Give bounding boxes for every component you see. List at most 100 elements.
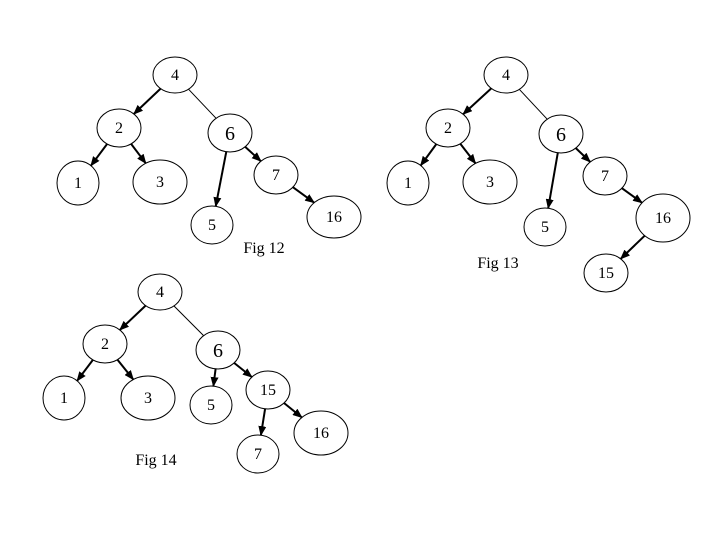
fig12-edge-4-to-2 — [133, 87, 162, 115]
fig13-edge-4-to-6 — [518, 88, 548, 120]
fig12-node-16-circle — [306, 195, 362, 239]
fig14-node-1-label: 1 — [60, 390, 68, 407]
fig14-node-6: 6 — [195, 330, 241, 370]
fig14-node-16: 16 — [293, 410, 349, 456]
fig14-node-7-label: 7 — [254, 446, 262, 463]
fig14-edge-4-to-2 — [119, 304, 147, 331]
fig13-node-3-circle — [462, 159, 518, 205]
fig14-edge-2-to-3 — [116, 359, 135, 381]
fig12-node-4-label: 4 — [171, 67, 179, 84]
fig12-node-1: 1 — [56, 160, 100, 206]
fig13-node-2-label: 2 — [444, 120, 452, 137]
fig14-node-15-label: 15 — [260, 382, 276, 399]
fig12-node-6-label: 6 — [225, 123, 235, 145]
fig14-edge-15-to-16 — [283, 402, 303, 419]
fig12-node-16: 16 — [306, 195, 362, 239]
fig12-edge-6-to-5 — [213, 151, 228, 208]
fig13-node-3-label: 3 — [486, 174, 494, 191]
fig13-node-16-label: 16 — [655, 210, 671, 227]
fig13-edge-7-to-16 — [621, 187, 643, 204]
fig12-node-2: 2 — [96, 108, 142, 148]
fig14-node-2: 2 — [82, 324, 128, 364]
fig13-edge-6-to-7 — [575, 147, 591, 163]
fig13-node-7: 7 — [582, 156, 628, 196]
fig13-caption: Fig 13 — [477, 255, 518, 272]
fig14-node-16-circle — [293, 410, 349, 456]
fig14-node-7-circle — [236, 434, 280, 474]
fig12-node-7: 7 — [253, 155, 299, 195]
fig13-node-1-label: 1 — [404, 175, 412, 192]
fig13-edge-2-to-1 — [419, 143, 438, 167]
fig13-node-6-label: 6 — [556, 124, 566, 146]
fig14-node-4-label: 4 — [156, 284, 164, 301]
fig14-node-6-circle — [195, 330, 241, 370]
fig14-edge-6-to-15 — [233, 362, 253, 378]
fig14-node-15-circle — [245, 370, 291, 410]
fig12-node-5: 5 — [190, 205, 234, 245]
fig13-node-15-circle — [583, 253, 629, 293]
fig13-edge-16-to-15 — [619, 234, 646, 260]
fig12-node-4-circle — [152, 56, 198, 94]
fig14-node-16-label: 16 — [313, 425, 329, 442]
fig14-node-3-circle — [120, 375, 176, 421]
fig12-node-3-label: 3 — [156, 174, 164, 191]
fig14-node-2-circle — [82, 324, 128, 364]
fig14-node-4-circle — [137, 273, 183, 311]
fig14-node-5: 5 — [189, 385, 233, 425]
fig14-node-1-circle — [42, 375, 86, 421]
fig12-node-7-label: 7 — [272, 167, 280, 184]
fig13-node-6: 6 — [538, 114, 584, 154]
fig12-edge-4-to-6 — [188, 88, 217, 119]
fig14-node-5-label: 5 — [207, 397, 215, 414]
fig12-node-4: 4 — [152, 56, 198, 94]
fig12-edge-6-to-7 — [244, 146, 262, 162]
fig12-edge-2-to-3 — [130, 143, 147, 165]
fig14-node-4: 4 — [137, 273, 183, 311]
fig12-edge-2-to-1 — [90, 143, 108, 167]
fig14-edge-15-to-7 — [258, 408, 267, 437]
nodes-layer: 4 2 6 1 3 7 5 16 4 2 6 1 3 7 5 16 15 4 2 6 1 3 5 15 7 16 — [42, 56, 691, 474]
fig14-edge-4-to-6 — [173, 305, 204, 336]
fig13-node-5-label: 5 — [541, 219, 549, 236]
fig14-node-3: 3 — [120, 375, 176, 421]
fig14-node-7: 7 — [236, 434, 280, 474]
fig12-node-6-circle — [207, 113, 253, 153]
fig14-edge-6-to-5 — [210, 368, 219, 388]
fig12-edge-7-to-16 — [292, 186, 316, 204]
fig13-node-15-label: 15 — [598, 265, 614, 282]
fig13-node-16-circle — [635, 193, 691, 243]
fig13-node-1: 1 — [386, 160, 430, 206]
fig12-node-5-label: 5 — [208, 217, 216, 234]
fig14-node-5-circle — [189, 385, 233, 425]
fig14-node-6-label: 6 — [213, 340, 223, 362]
fig13-node-1-circle — [386, 160, 430, 206]
fig12-node-2-label: 2 — [115, 120, 123, 137]
fig13-node-6-circle — [538, 114, 584, 154]
fig12-node-16-label: 16 — [326, 209, 342, 226]
fig13-node-2-circle — [425, 108, 471, 148]
fig13-node-4-label: 4 — [502, 67, 510, 84]
fig14-node-15: 15 — [245, 370, 291, 410]
fig13-node-2: 2 — [425, 108, 471, 148]
fig13-edge-2-to-3 — [459, 143, 477, 165]
fig12-node-2-circle — [96, 108, 142, 148]
fig14-node-1: 1 — [42, 375, 86, 421]
fig12-node-7-circle — [253, 155, 299, 195]
fig14-node-2-label: 2 — [101, 336, 109, 353]
fig13-node-4: 4 — [483, 56, 529, 94]
fig12-node-5-circle — [190, 205, 234, 245]
fig12-node-3: 3 — [132, 159, 188, 205]
fig13-node-7-circle — [582, 156, 628, 196]
fig12-node-1-label: 1 — [74, 175, 82, 192]
fig13-edge-4-to-2 — [462, 87, 492, 115]
fig14-edge-2-to-1 — [76, 359, 94, 382]
fig13-node-16: 16 — [635, 193, 691, 243]
fig14-caption: Fig 14 — [135, 452, 176, 469]
fig13-node-15: 15 — [583, 253, 629, 293]
fig12-node-6: 6 — [207, 113, 253, 153]
captions-layer: Fig 12 Fig 13 Fig 14 — [135, 240, 518, 469]
fig13-node-5-circle — [523, 207, 567, 247]
fig13-node-3: 3 — [462, 159, 518, 205]
